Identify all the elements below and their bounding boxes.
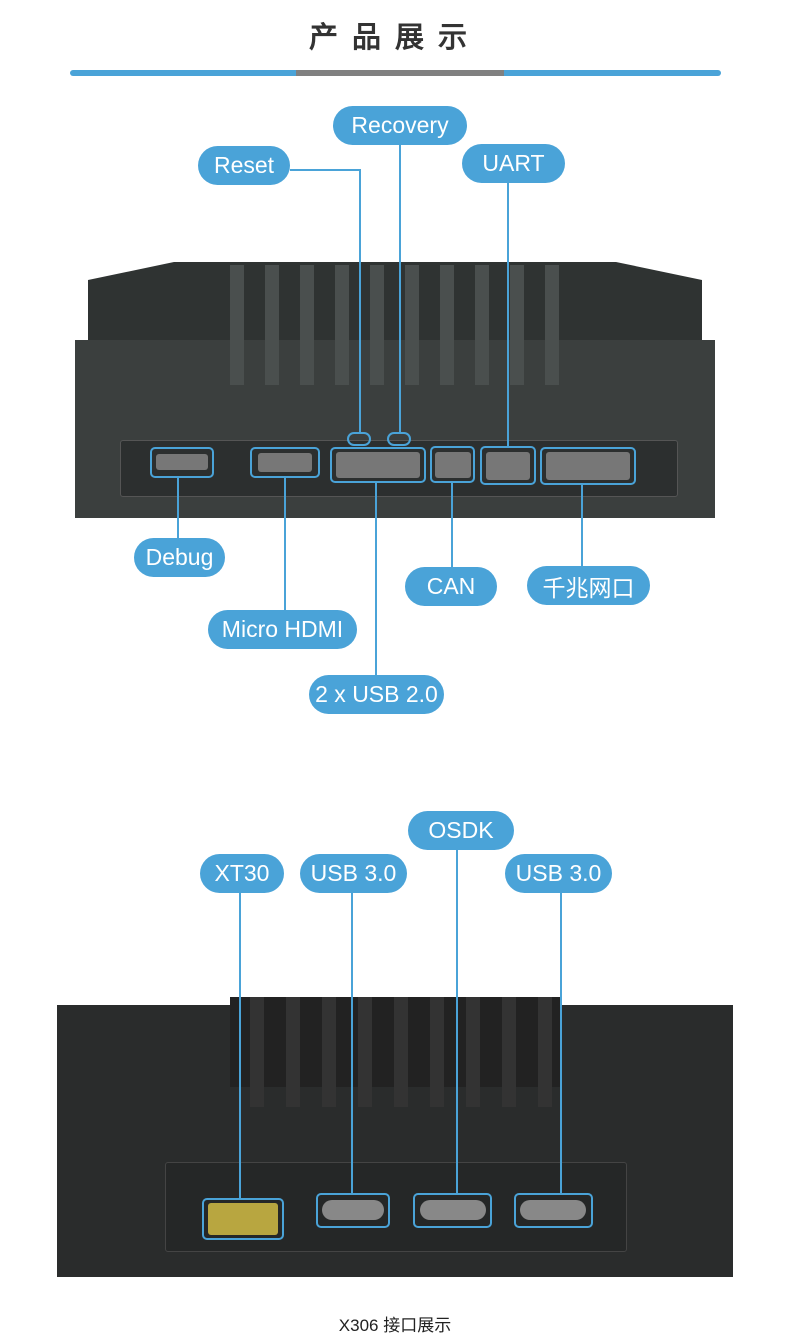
leader-line-reset <box>290 169 361 171</box>
heatsink-fin <box>358 997 372 1107</box>
leader-line-usb2 <box>375 483 377 675</box>
leader-line-hdmi <box>284 478 286 610</box>
heatsink-fin <box>510 265 524 385</box>
leader-line-ethernet <box>581 485 583 566</box>
leader-line-xt30 <box>239 893 241 1198</box>
label-usb3-right: USB 3.0 <box>505 854 612 893</box>
leader-line-can <box>451 483 453 567</box>
osdk-port <box>413 1193 492 1228</box>
heatsink-fin <box>466 997 480 1107</box>
heatsink-fin <box>300 265 314 385</box>
heatsink-fin <box>230 265 244 385</box>
divider-left <box>70 70 296 76</box>
hdmi-connector <box>258 453 312 472</box>
heatsink-fin <box>265 265 279 385</box>
label-reset: Reset <box>198 146 290 185</box>
usb-c-connector <box>420 1200 486 1220</box>
divider-mid <box>296 70 504 76</box>
label-recovery: Recovery <box>333 106 467 145</box>
heatsink-fin <box>440 265 454 385</box>
usb-c-connector <box>322 1200 384 1220</box>
label-debug: Debug <box>134 538 225 577</box>
reset-button <box>347 432 371 446</box>
ethernet-port <box>540 447 636 485</box>
heatsink-fin <box>322 997 336 1107</box>
leader-line-usb3-right <box>560 893 562 1193</box>
leader-line-uart <box>507 183 509 446</box>
label-can: CAN <box>405 567 497 606</box>
usb2-ports <box>330 447 426 483</box>
heatsink-fin <box>430 997 444 1107</box>
page-title: 产品展示 <box>308 22 481 54</box>
debug-port <box>150 447 214 478</box>
label-uart: UART <box>462 144 565 183</box>
leader-line-osdk <box>456 850 458 1193</box>
debug-connector <box>156 454 208 470</box>
leader-line-usb3-left <box>351 893 353 1193</box>
label-usb3-left: USB 3.0 <box>300 854 407 893</box>
label-ethernet: 千兆网口 <box>527 566 650 605</box>
label-usb2: 2 x USB 2.0 <box>309 675 444 714</box>
usb3-port-right <box>514 1193 593 1228</box>
can-connector <box>435 452 471 478</box>
leader-line-recovery <box>399 145 401 432</box>
label-xt30: XT30 <box>200 854 284 893</box>
xt30-port <box>202 1198 284 1240</box>
usb3-port-left <box>316 1193 390 1228</box>
label-micro-hdmi: Micro HDMI <box>208 610 357 649</box>
usb2-connector <box>336 452 420 478</box>
usb-c-connector <box>520 1200 586 1220</box>
heatsink-fin <box>545 265 559 385</box>
ethernet-connector <box>546 452 630 480</box>
uart-connector <box>486 452 530 480</box>
heatsink-fin <box>370 265 384 385</box>
can-port <box>430 446 475 483</box>
recovery-button <box>387 432 411 446</box>
heatsink-fin <box>405 265 419 385</box>
caption: X306 接口展示 <box>338 1316 452 1335</box>
heatsink-fin <box>502 997 516 1107</box>
xt30-connector <box>208 1203 278 1235</box>
heatsink-fin <box>538 997 552 1107</box>
leader-line-reset <box>359 169 361 432</box>
heatsink-fin <box>286 997 300 1107</box>
heatsink-fin <box>335 265 349 385</box>
micro-hdmi-port <box>250 447 320 478</box>
heatsink-fin <box>394 997 408 1107</box>
heatsink-fin <box>250 997 264 1107</box>
leader-line-debug <box>177 478 179 538</box>
uart-port <box>480 446 536 485</box>
divider-right <box>504 70 721 76</box>
heatsink-fin <box>475 265 489 385</box>
device-top-heatsink <box>88 262 702 352</box>
label-osdk: OSDK <box>408 811 514 850</box>
